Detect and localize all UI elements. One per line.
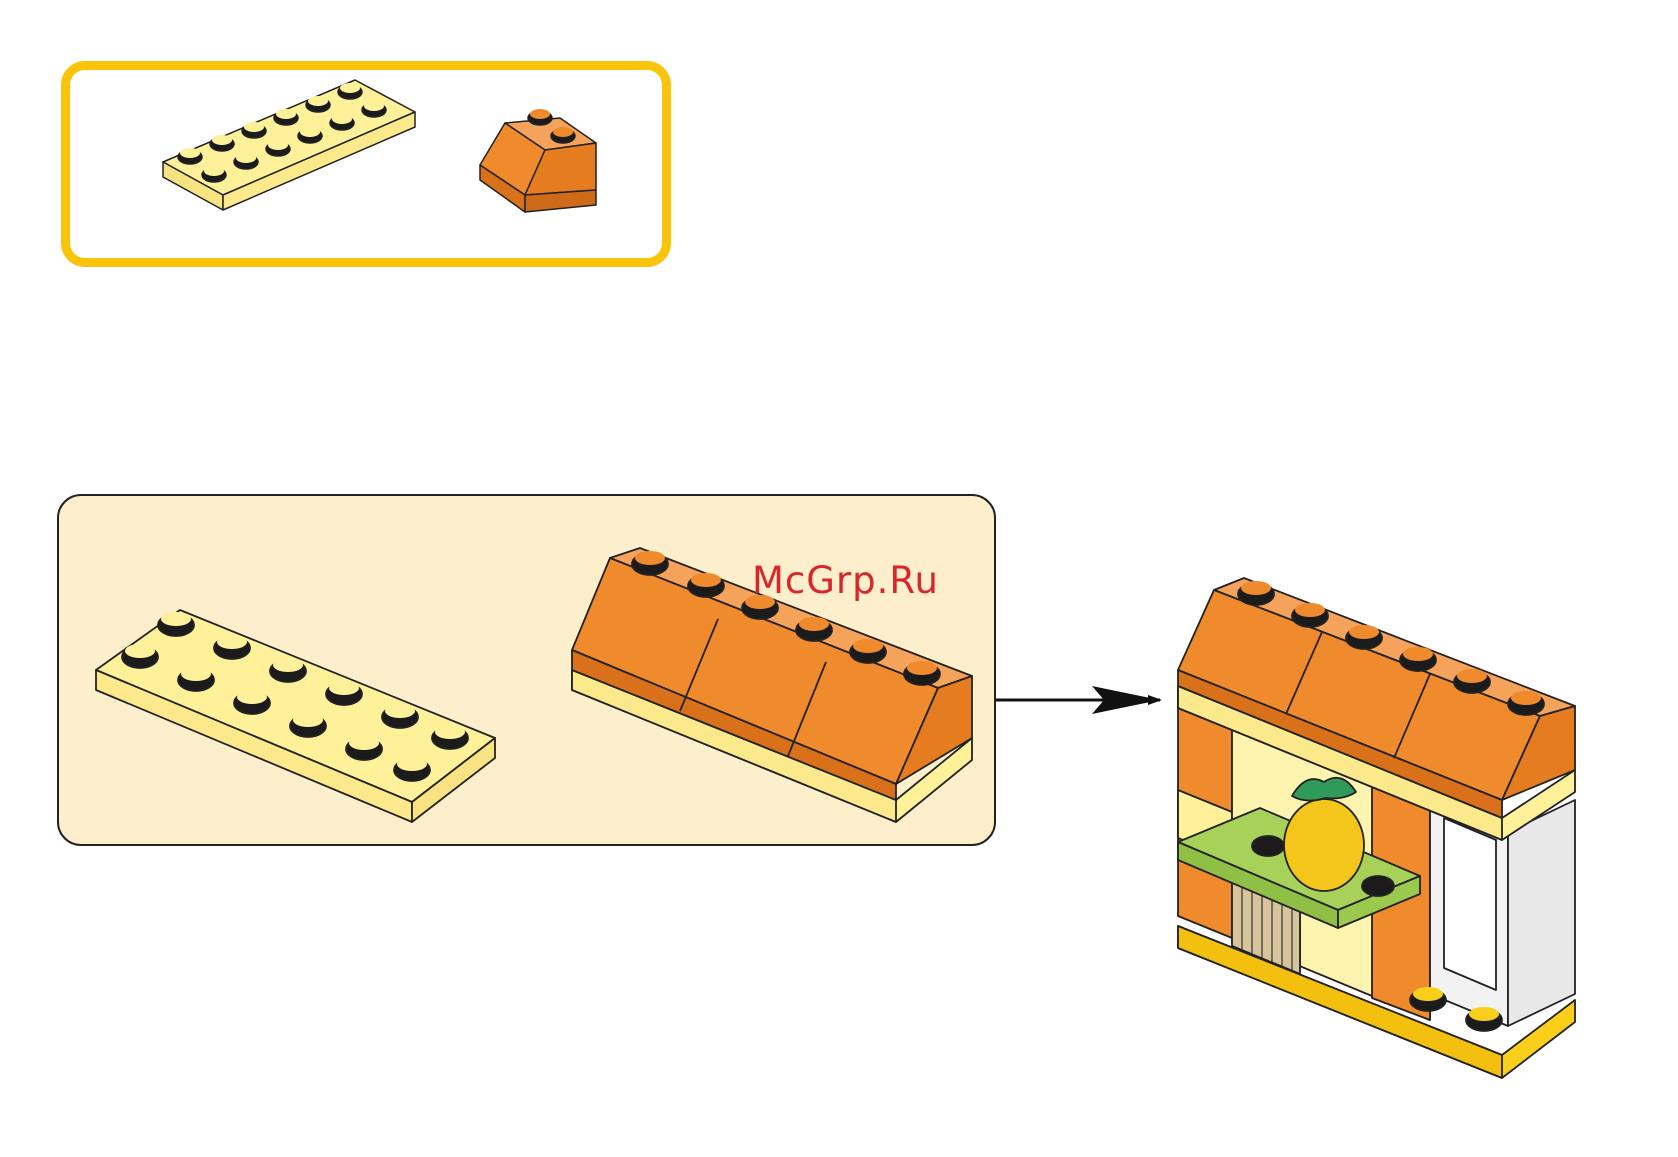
final-assembly [1178,578,1575,1078]
substep-plate-2x6 [96,610,495,822]
parts-slope-2x2 [480,109,596,212]
parts-plate-2x6 [163,80,415,210]
fruit [1284,799,1364,891]
watermark: McGrp.Ru [752,562,939,599]
